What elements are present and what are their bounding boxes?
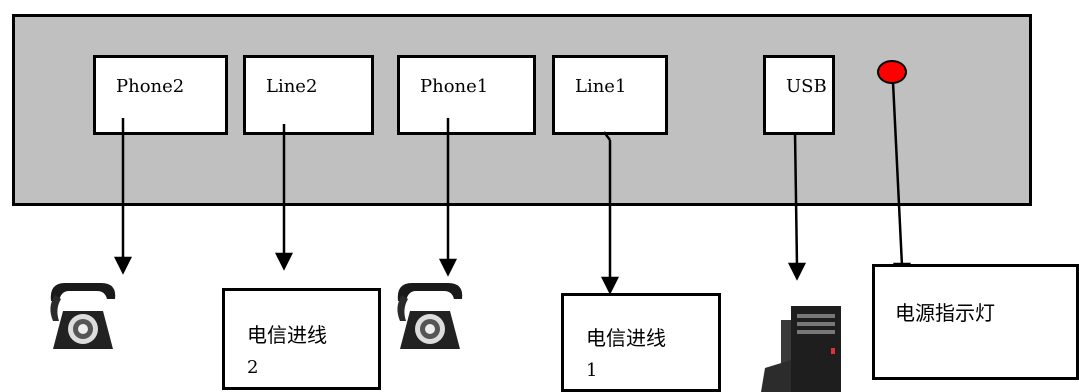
label-telecom-line2: 电信进线 2	[222, 288, 381, 390]
arrowhead-phone1	[438, 258, 458, 277]
device-panel: Phone2 Line2 Phone1 Line1 USB	[12, 14, 1032, 206]
arrow-usb	[793, 131, 799, 267]
telephone-icon	[397, 283, 463, 349]
port-usb: USB	[763, 55, 835, 135]
arrowhead-line2	[274, 252, 294, 271]
label-telecom-line1: 电信进线 1	[561, 293, 721, 392]
label-number: 1	[586, 360, 598, 381]
label-power-indicator: 电源指示灯	[872, 264, 1079, 380]
arrowhead-usb	[787, 262, 807, 281]
computer-icon	[761, 306, 841, 392]
telephone-icon	[50, 283, 116, 349]
arrow-line1-hook	[603, 131, 611, 141]
label-text: 电源指示灯	[895, 301, 995, 325]
arrow-led	[891, 81, 904, 267]
port-phone2: Phone2	[93, 55, 228, 135]
port-phone1: Phone1	[397, 55, 536, 135]
port-line2: Line2	[243, 55, 374, 135]
arrowhead-phone2	[113, 256, 133, 275]
arrowhead-line1	[600, 276, 620, 295]
label-text: 电信进线	[586, 326, 666, 350]
port-line1: Line1	[552, 55, 668, 135]
label-text: 电信进线	[247, 323, 327, 347]
label-number: 2	[247, 357, 259, 378]
